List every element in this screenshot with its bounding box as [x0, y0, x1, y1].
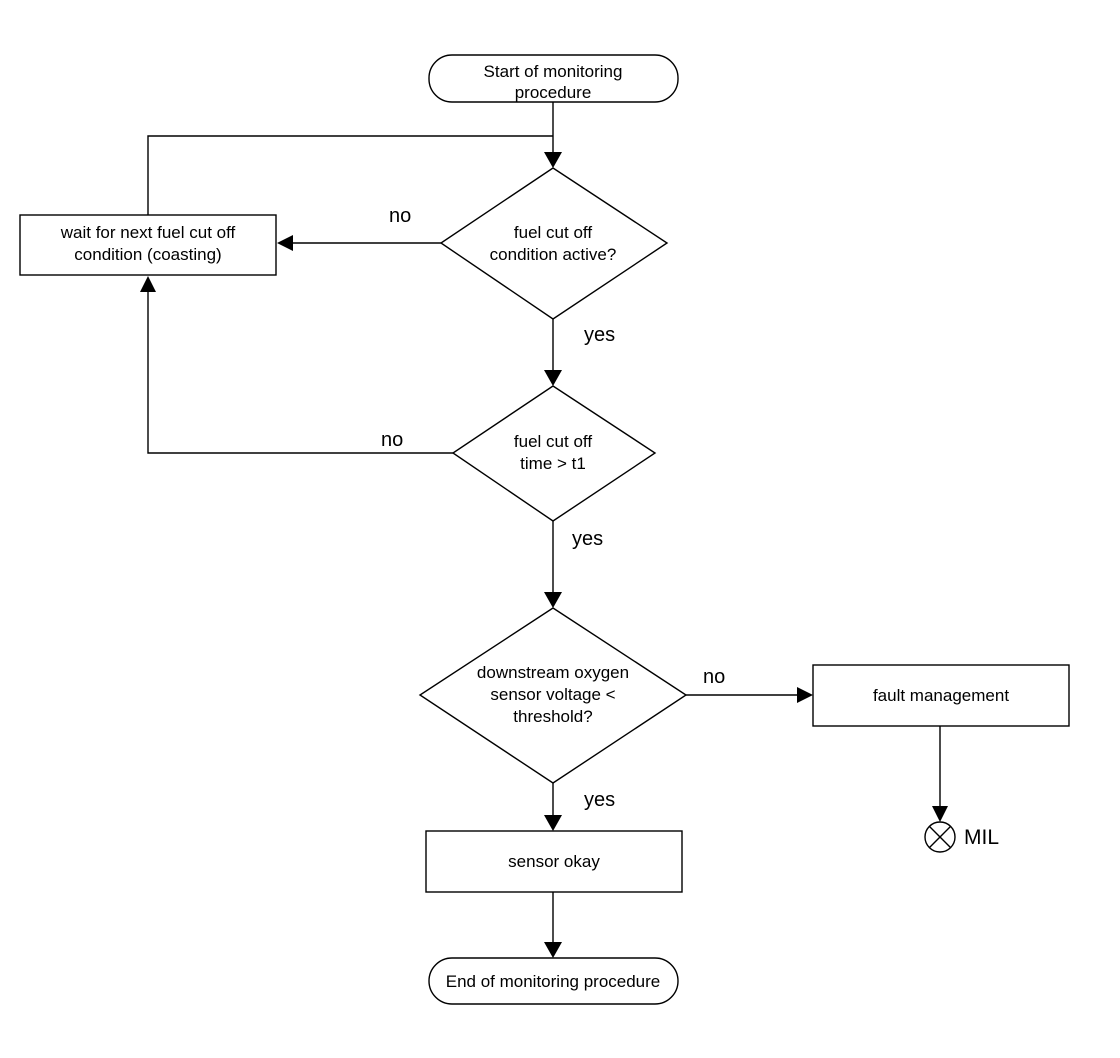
- start-terminator-shape: [428, 54, 679, 103]
- arrowhead-into-sensor-ok: [544, 815, 562, 831]
- edge-label-no-decision2: no: [381, 429, 403, 451]
- end-terminator-label: End of monitoring procedure: [446, 972, 661, 991]
- decision-fuel-cut-time-label-line2: time > t1: [520, 454, 586, 473]
- end-terminator: End of monitoring procedure: [428, 957, 679, 1005]
- decision-fuel-cut-time: fuel cut off time > t1: [451, 385, 657, 522]
- decision-fuel-cut-active-label-line2: condition active?: [490, 245, 617, 264]
- start-terminator-label-line1: Start of monitoring: [484, 62, 623, 81]
- decision-fuel-cut-active-label-line1: fuel cut off: [514, 223, 592, 242]
- arrowhead-into-wait-bottom: [140, 276, 156, 292]
- edge-label-no-decision3: no: [703, 666, 725, 688]
- mil-label: MIL: [964, 826, 999, 849]
- wait-process-label-line1: wait for next fuel cut off: [60, 223, 236, 242]
- arrowhead-into-decision3: [544, 592, 562, 608]
- wait-process-shape: [19, 214, 277, 276]
- decision-sensor-voltage-shape: [418, 607, 688, 784]
- decision-sensor-voltage-label-line3: threshold?: [513, 707, 592, 726]
- fault-management-shape: [812, 664, 1070, 727]
- arrowhead-into-wait-left: [277, 235, 293, 251]
- arrowhead-into-fault: [797, 687, 813, 703]
- fault-management-label: fault management: [873, 686, 1009, 705]
- wait-process-label-line2: condition (coasting): [74, 245, 221, 264]
- arrowhead-into-mil: [932, 806, 948, 822]
- arrowhead-into-decision2: [544, 370, 562, 386]
- edge-label-yes-decision3: yes: [584, 789, 615, 811]
- mil-lamp-cross-b: [928, 825, 952, 849]
- edge-label-yes-decision2: yes: [572, 528, 603, 550]
- decision-fuel-cut-time-label-line1: fuel cut off: [514, 432, 592, 451]
- wait-process-box: wait for next fuel cut off condition (co…: [19, 214, 277, 276]
- decision-sensor-voltage: downstream oxygen sensor voltage < thres…: [418, 607, 688, 784]
- decision2-no-connector: [147, 292, 453, 454]
- edge-label-no-decision1: no: [389, 205, 411, 227]
- end-terminator-shape: [428, 957, 679, 1005]
- sensor-okay-box: sensor okay: [425, 830, 683, 893]
- arrowhead-into-end: [544, 942, 562, 958]
- start-terminator-label-line2: procedure: [515, 83, 592, 102]
- fault-management-box: fault management: [812, 664, 1070, 727]
- sensor-okay-label: sensor okay: [508, 852, 600, 871]
- decision-sensor-voltage-label-line2: sensor voltage <: [490, 685, 615, 704]
- decision-fuel-cut-active: fuel cut off condition active?: [439, 167, 669, 320]
- decision-sensor-voltage-label-line1: downstream oxygen: [477, 663, 629, 682]
- mil-lamp: MIL: [924, 821, 999, 853]
- sensor-okay-shape: [425, 830, 683, 893]
- start-terminator: Start of monitoring procedure: [428, 54, 679, 103]
- edge-labels: no yes no yes no yes: [381, 205, 725, 811]
- loop-connector-top: [147, 135, 553, 215]
- arrowheads: [140, 152, 948, 958]
- decision-fuel-cut-time-shape: [451, 385, 657, 522]
- decision-fuel-cut-active-shape: [439, 167, 669, 320]
- edge-label-yes-decision1: yes: [584, 324, 615, 346]
- connectors: [147, 102, 941, 942]
- arrowhead-into-decision1: [544, 152, 562, 168]
